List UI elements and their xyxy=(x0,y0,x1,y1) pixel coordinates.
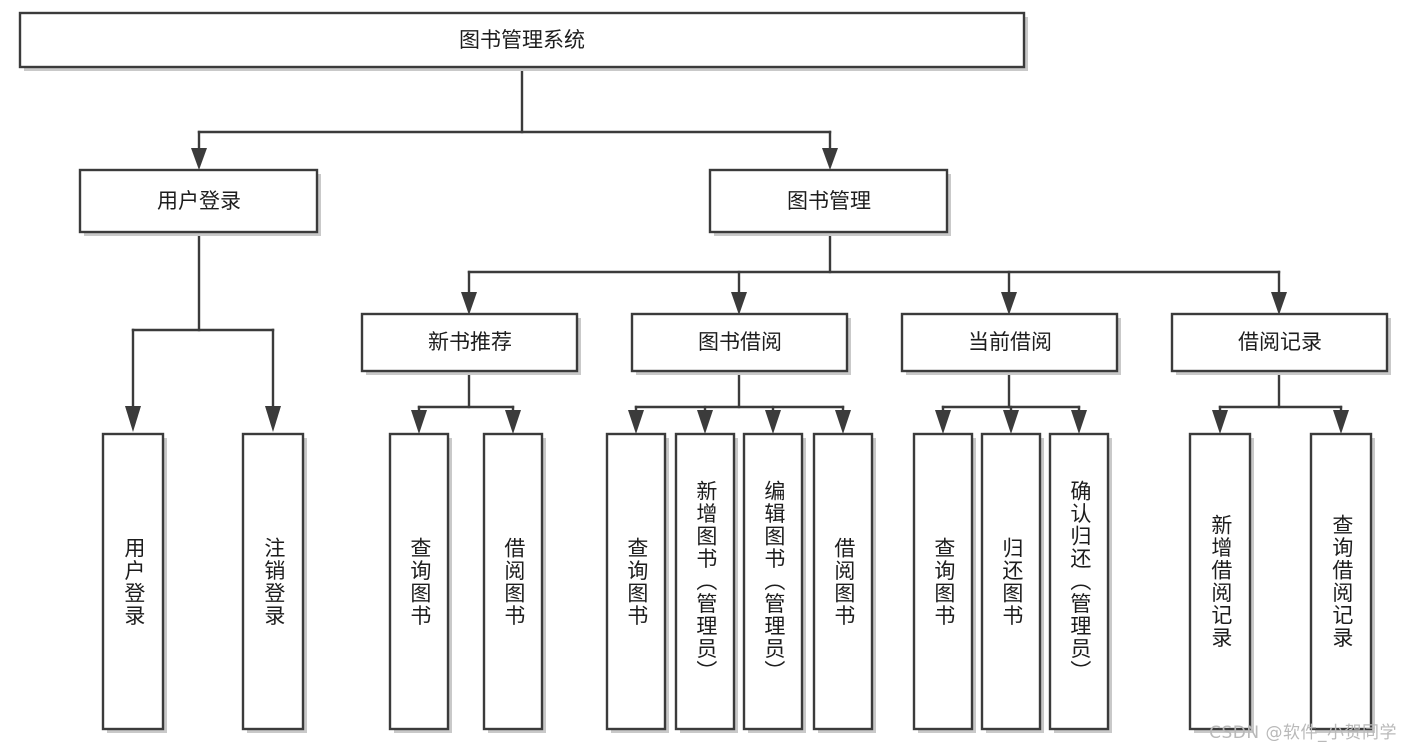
node-leaf-return-book-box[interactable] xyxy=(980,432,1042,731)
connector-group xyxy=(125,65,1349,434)
arrow-leaf-borrow-book-1 xyxy=(505,410,521,434)
node-user-login-box[interactable] xyxy=(78,168,319,234)
node-leaf-borrow-book-2-box[interactable] xyxy=(812,432,874,731)
node-leaf-query-record-box[interactable] xyxy=(1309,432,1373,731)
arrow-leaf-query-record xyxy=(1333,410,1349,434)
arrow-leaf-logout-login xyxy=(265,406,281,432)
arrow-to-borrow-record xyxy=(1271,292,1287,315)
label-current-borrow: 当前借阅 xyxy=(968,330,1052,354)
arrow-leaf-confirm-return xyxy=(1071,410,1087,434)
arrow-leaf-borrow-book-2 xyxy=(835,410,851,434)
arrow-leaf-add-record xyxy=(1212,410,1228,434)
node-leaf-add-book-box[interactable] xyxy=(674,432,736,731)
arrow-leaf-query-book-3 xyxy=(935,410,951,434)
node-current-borrow-box[interactable] xyxy=(900,312,1119,373)
arrow-leaf-edit-book xyxy=(765,410,781,434)
node-leaf-user-login-box[interactable] xyxy=(101,432,165,731)
arrow-to-current-borrow xyxy=(1001,292,1017,315)
label-book-manage: 图书管理 xyxy=(787,189,871,213)
label-new-book-recommend: 新书推荐 xyxy=(428,330,512,354)
node-leaf-query-book-2-box[interactable] xyxy=(605,432,667,731)
horizontal-label-group: 图书管理系统 用户登录 图书管理 新书推荐 图书借阅 当前借阅 借阅记录 xyxy=(157,28,1322,354)
label-root: 图书管理系统 xyxy=(459,28,585,52)
node-leaf-query-book-3-box[interactable] xyxy=(912,432,974,731)
arrow-leaf-query-book-2 xyxy=(628,410,644,434)
arrow-leaf-query-book-1 xyxy=(411,410,427,434)
node-book-manage-box[interactable] xyxy=(708,168,949,234)
node-leaf-borrow-book-1-box[interactable] xyxy=(482,432,544,731)
label-user-login: 用户登录 xyxy=(157,189,241,213)
node-root-box[interactable] xyxy=(18,11,1026,69)
node-new-book-recommend-box[interactable] xyxy=(360,312,579,373)
arrow-to-book-manage xyxy=(822,148,838,170)
node-leaf-confirm-return-box[interactable] xyxy=(1048,432,1110,731)
csdn-watermark: CSDN @软件_小贺同学 xyxy=(1209,723,1397,743)
node-leaf-edit-book-box[interactable] xyxy=(742,432,804,731)
node-leaf-logout-login-box[interactable] xyxy=(241,432,305,731)
arrow-to-book-borrow xyxy=(731,292,747,315)
arrow-leaf-user-login xyxy=(125,406,141,432)
label-borrow-record: 借阅记录 xyxy=(1238,330,1322,354)
arrow-to-user-login xyxy=(191,148,207,170)
arrow-leaf-return-book xyxy=(1003,410,1019,434)
node-box-group xyxy=(18,11,1391,733)
node-leaf-add-record-box[interactable] xyxy=(1188,432,1252,731)
arrow-leaf-add-book xyxy=(697,410,713,434)
label-book-borrow: 图书借阅 xyxy=(698,330,782,354)
arrow-to-new-book xyxy=(461,292,477,315)
node-book-borrow-box[interactable] xyxy=(630,312,849,373)
node-leaf-query-book-1-box[interactable] xyxy=(388,432,450,731)
node-borrow-record-box[interactable] xyxy=(1170,312,1389,373)
